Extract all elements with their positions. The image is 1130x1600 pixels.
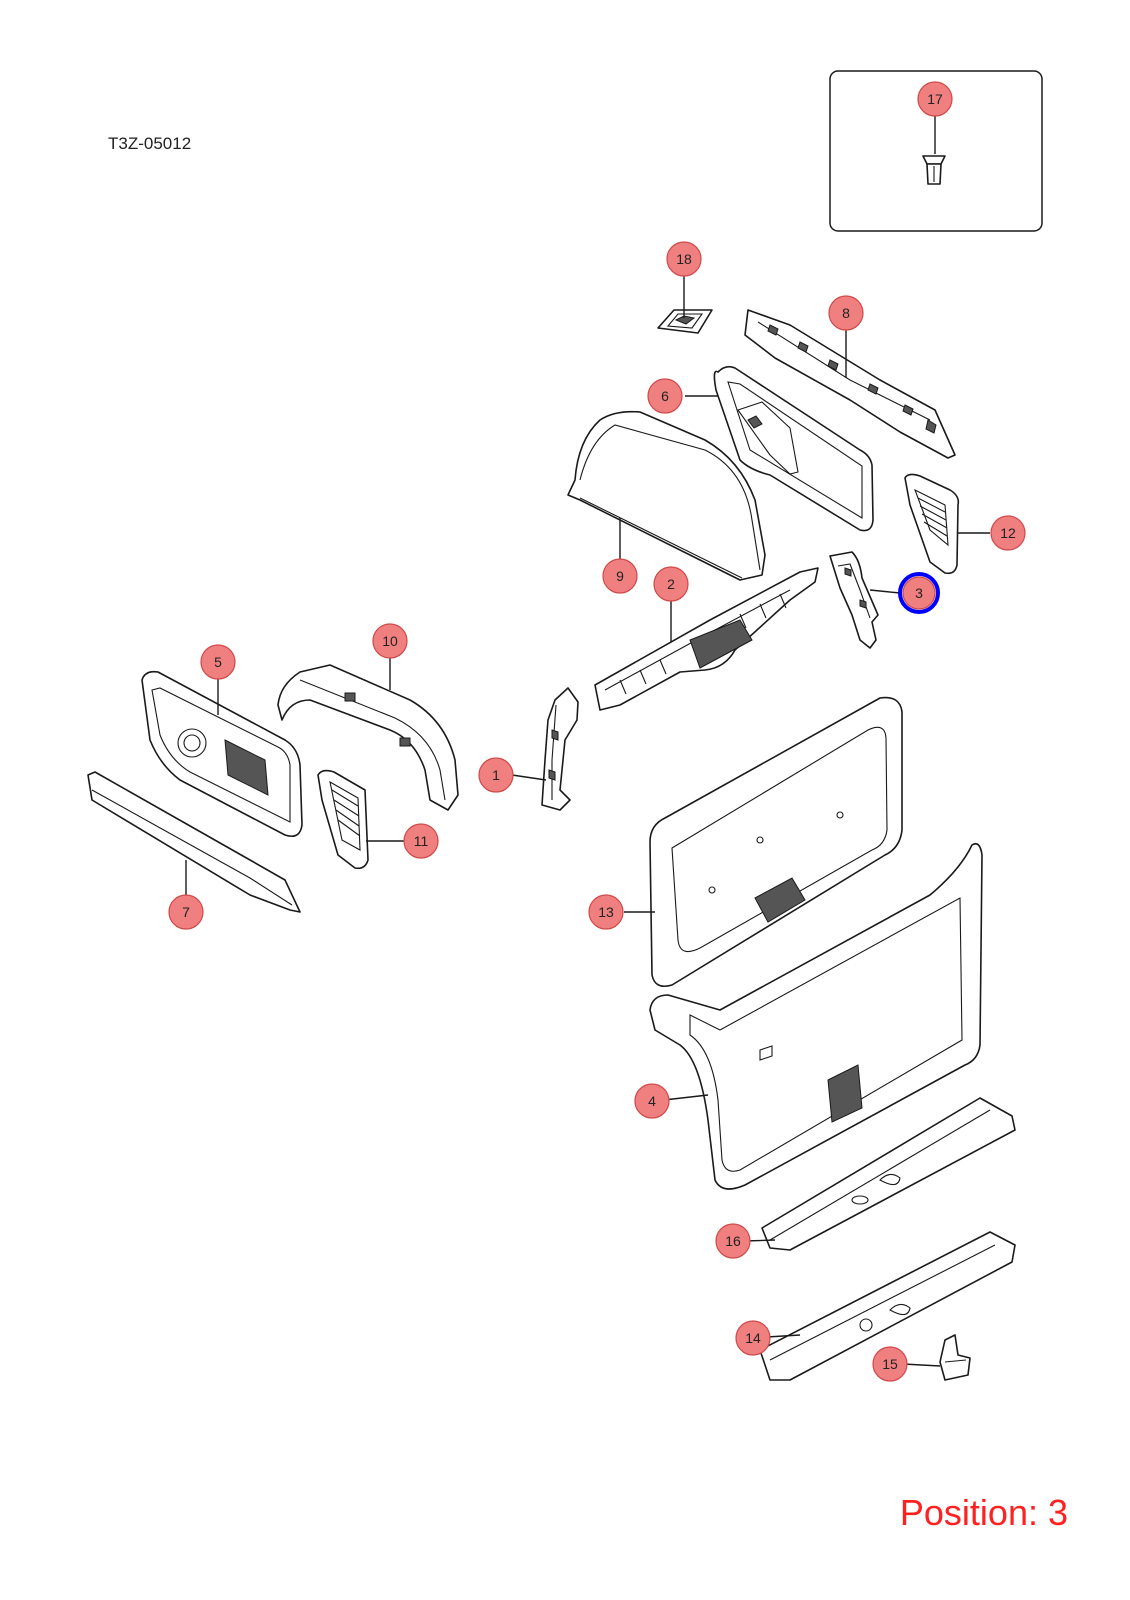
callout-5[interactable]: 5 xyxy=(200,644,236,680)
part-9-cover[interactable] xyxy=(567,410,766,581)
callout-7[interactable]: 7 xyxy=(168,894,204,930)
svg-text:1: 1 xyxy=(492,767,500,783)
diagram-code: T3Z-05012 xyxy=(108,134,192,153)
svg-text:17: 17 xyxy=(927,91,943,107)
part-6-panel[interactable] xyxy=(713,365,874,532)
part-18-bracket[interactable] xyxy=(657,309,713,334)
callouts: 1 2 3 4 5 6 7 8 9 10 11 12 13 14 15 16 1… xyxy=(168,81,1026,1382)
svg-text:14: 14 xyxy=(745,1330,761,1346)
part-17-clip[interactable] xyxy=(922,155,946,185)
part-13-door-panel[interactable] xyxy=(649,696,903,988)
svg-text:16: 16 xyxy=(725,1233,741,1249)
callout-18[interactable]: 18 xyxy=(666,241,702,277)
part-15-clip[interactable] xyxy=(939,1334,971,1381)
part-1-pillar[interactable] xyxy=(541,687,579,811)
callout-6[interactable]: 6 xyxy=(647,378,683,414)
part-11-grille[interactable] xyxy=(317,769,369,870)
part-12-grille[interactable] xyxy=(904,473,960,575)
svg-text:8: 8 xyxy=(842,305,850,321)
part-3-pillar-trim[interactable] xyxy=(829,551,879,649)
part-2-center-trim[interactable] xyxy=(594,567,819,711)
callout-17[interactable]: 17 xyxy=(917,81,953,117)
part-8-upper-trim[interactable] xyxy=(744,309,956,459)
callout-2[interactable]: 2 xyxy=(653,566,689,602)
callout-13[interactable]: 13 xyxy=(588,894,624,930)
callout-16[interactable]: 16 xyxy=(715,1223,751,1259)
part-4-lower-panel[interactable] xyxy=(649,842,983,1190)
svg-text:10: 10 xyxy=(382,633,398,649)
callout-3[interactable]: 3 xyxy=(902,576,936,610)
svg-text:7: 7 xyxy=(182,904,190,920)
part-10-arch-cover[interactable] xyxy=(277,664,459,811)
callout-10[interactable]: 10 xyxy=(372,623,408,659)
svg-text:2: 2 xyxy=(667,576,675,592)
svg-text:5: 5 xyxy=(214,654,222,670)
selected-callout-ring xyxy=(898,572,940,614)
svg-text:6: 6 xyxy=(661,388,669,404)
svg-text:3: 3 xyxy=(915,585,923,601)
svg-text:13: 13 xyxy=(598,904,614,920)
part-7-sill-strip[interactable] xyxy=(87,771,301,913)
callout-9[interactable]: 9 xyxy=(602,558,638,594)
svg-text:9: 9 xyxy=(616,568,624,584)
svg-text:12: 12 xyxy=(1000,525,1016,541)
inset-box xyxy=(829,70,1043,232)
part-5-quarter-panel[interactable] xyxy=(141,670,303,838)
part-14-plate[interactable] xyxy=(759,1231,1016,1381)
svg-text:4: 4 xyxy=(648,1093,656,1109)
svg-text:11: 11 xyxy=(414,833,429,849)
callout-8[interactable]: 8 xyxy=(828,295,864,331)
callout-14[interactable]: 14 xyxy=(735,1320,771,1356)
callout-1[interactable]: 1 xyxy=(478,757,514,793)
svg-text:18: 18 xyxy=(676,251,692,267)
position-label: Position: 3 xyxy=(899,1492,1068,1533)
callout-11[interactable]: 11 xyxy=(403,823,439,859)
callout-15[interactable]: 15 xyxy=(872,1346,908,1382)
callout-4[interactable]: 4 xyxy=(634,1083,670,1119)
part-16-scuff-plate[interactable] xyxy=(761,1097,1016,1251)
callout-12[interactable]: 12 xyxy=(990,515,1026,551)
svg-text:15: 15 xyxy=(882,1356,898,1372)
